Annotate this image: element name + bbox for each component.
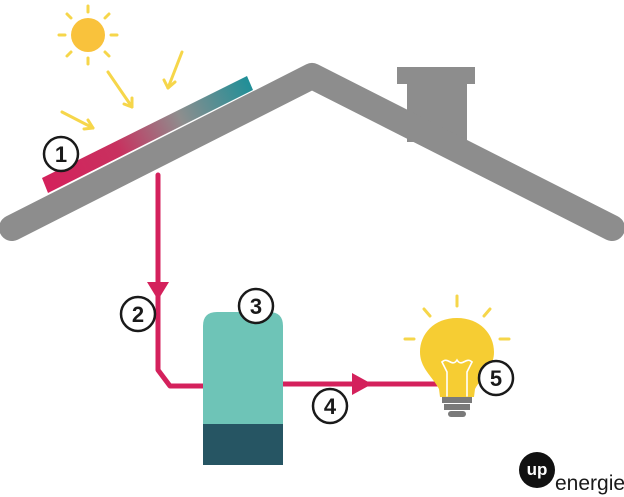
svg-text:up: up bbox=[527, 460, 548, 479]
sun-icon bbox=[57, 4, 119, 66]
step-badge-3: 3 bbox=[237, 287, 275, 325]
svg-text:4: 4 bbox=[324, 394, 337, 419]
svg-text:2: 2 bbox=[132, 302, 144, 327]
svg-text:5: 5 bbox=[490, 366, 502, 391]
storage-tank bbox=[203, 312, 283, 465]
step-badge-5: 5 bbox=[477, 359, 515, 397]
right-arrow-icon bbox=[352, 373, 372, 395]
step-badge-1: 1 bbox=[42, 135, 80, 173]
sun-ray-arrows bbox=[60, 50, 184, 131]
roof bbox=[0, 63, 624, 241]
svg-text:3: 3 bbox=[250, 294, 262, 319]
solar-panel bbox=[42, 76, 253, 193]
step-badge-4: 4 bbox=[311, 387, 349, 425]
svg-text:energie: energie bbox=[555, 472, 624, 495]
upenergie-logo: up energie bbox=[519, 452, 624, 495]
down-arrow-icon bbox=[147, 282, 169, 300]
energy-pipe bbox=[155, 172, 443, 389]
light-bulb-icon bbox=[403, 294, 511, 417]
step-badge-2: 2 bbox=[119, 295, 157, 333]
svg-text:1: 1 bbox=[55, 142, 67, 167]
